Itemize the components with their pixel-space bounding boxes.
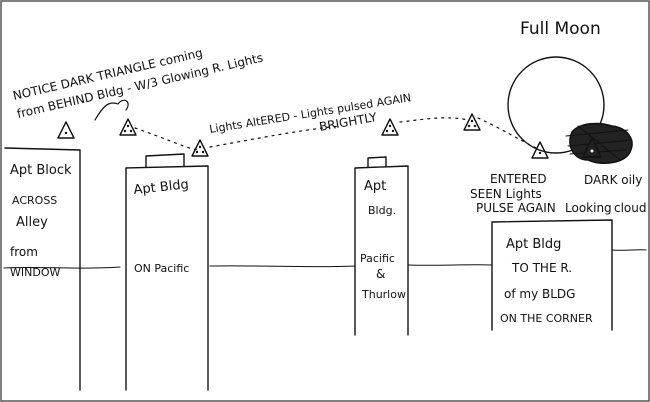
squiggle-line <box>94 99 129 121</box>
pulse-again-label: PULSE AGAIN <box>476 201 556 215</box>
building-apt-bldg-thurlow-outline <box>354 165 409 336</box>
rooftop-structure <box>145 153 185 168</box>
building-apt-bldg-pacific-outline <box>125 165 209 391</box>
building-label: ON Pacific <box>134 262 189 275</box>
ufo-triangle <box>463 113 481 131</box>
building-label: ACROSS <box>12 194 57 207</box>
ufo-triangle <box>57 121 75 139</box>
building-label: Apt Bldg <box>506 237 561 252</box>
full-moon <box>507 56 605 154</box>
looking-label: Looking <box>565 201 612 215</box>
ufo-triangle <box>381 118 399 136</box>
building-label: Apt Block <box>10 163 72 178</box>
rooftop-structure <box>367 156 387 168</box>
building-label: WINDOW <box>10 266 60 279</box>
building-label: Thurlow <box>361 288 406 301</box>
building-label: of my BLDG <box>504 287 575 301</box>
horizon-line <box>3 249 647 269</box>
trajectory-dotted-line <box>134 117 537 151</box>
ufo-triangle <box>531 141 549 159</box>
building-label: ON THE CORNER <box>500 312 593 325</box>
entered-label: ENTERED <box>490 172 547 186</box>
ufo-triangle <box>191 139 209 157</box>
seen-lights-label: SEEN Lights <box>470 187 542 201</box>
building-label: Bldg. <box>368 204 396 217</box>
ufo-triangle <box>119 118 137 136</box>
building-label: & <box>376 267 385 281</box>
ufo-triangle <box>581 136 603 158</box>
building-label: TO THE R. <box>511 261 572 275</box>
full-moon-label: Full Moon <box>520 19 601 39</box>
building-label: Apt Bldg <box>133 177 190 198</box>
building-label: Alley <box>16 215 48 230</box>
cloud-label: cloud <box>614 201 647 215</box>
building-apt-block-outline <box>4 147 81 391</box>
building-label: from <box>10 245 38 259</box>
building-apt-bldg-corner-outline <box>491 219 613 331</box>
dark-oily-label: DARK oily <box>584 173 642 187</box>
building-label: Pacific <box>360 252 395 265</box>
building-label: Apt <box>364 179 386 194</box>
